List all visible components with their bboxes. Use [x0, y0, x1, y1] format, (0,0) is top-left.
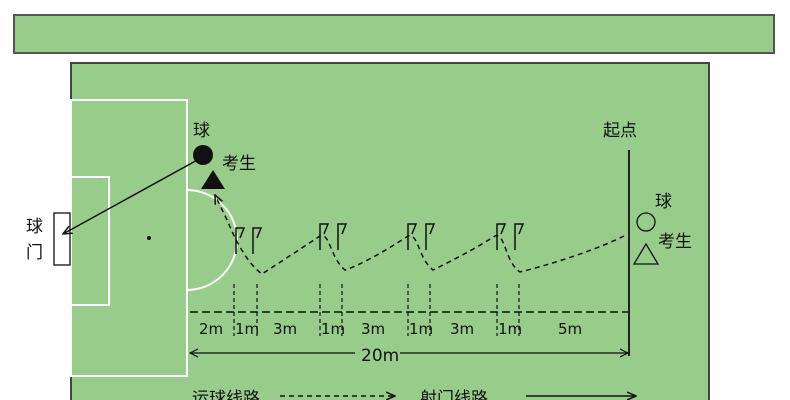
goal-area — [70, 176, 110, 306]
seg-3m-a: 3m — [273, 320, 297, 338]
start-label: 起点 — [603, 121, 637, 141]
flag-pair-2 — [319, 223, 348, 250]
legend-shoot: 射门线路 — [420, 389, 488, 400]
goal-label-1: 球 — [26, 217, 43, 237]
ball-label: 球 — [193, 121, 210, 141]
seg-1m-b: 1m — [321, 320, 345, 338]
seg-3m-c: 3m — [450, 320, 474, 338]
goal-label-2: 门 — [26, 243, 43, 263]
seg-1m-d: 1m — [498, 320, 522, 338]
soccer-field — [70, 62, 710, 400]
ball-icon — [193, 145, 213, 165]
seg-1m-c: 1m — [409, 320, 433, 338]
penalty-spot — [147, 236, 151, 240]
penalty-area — [70, 99, 188, 377]
student-label: 考生 — [222, 154, 256, 174]
flag-pair-4 — [496, 223, 525, 250]
shot-path — [63, 157, 202, 234]
seg-5m: 5m — [558, 320, 582, 338]
ball-right-label: 球 — [655, 192, 672, 212]
seg-3m-b: 3m — [361, 320, 385, 338]
seg-2m: 2m — [199, 320, 223, 338]
flag-pair-3 — [407, 223, 436, 250]
ball-right-icon — [636, 212, 656, 232]
goal — [53, 212, 71, 266]
total-distance: 20m — [361, 346, 399, 366]
seg-1m-a: 1m — [235, 320, 259, 338]
flag-pair-1 — [235, 227, 263, 254]
legend-dribble: 运球线路 — [192, 389, 260, 400]
measure-ticks — [233, 284, 520, 336]
top-banner — [13, 14, 775, 54]
dribble-path — [215, 195, 625, 275]
penalty-arc — [186, 189, 238, 291]
student-right-icon — [632, 242, 660, 265]
student-right-label: 考生 — [658, 232, 692, 252]
student-icon — [201, 170, 225, 189]
